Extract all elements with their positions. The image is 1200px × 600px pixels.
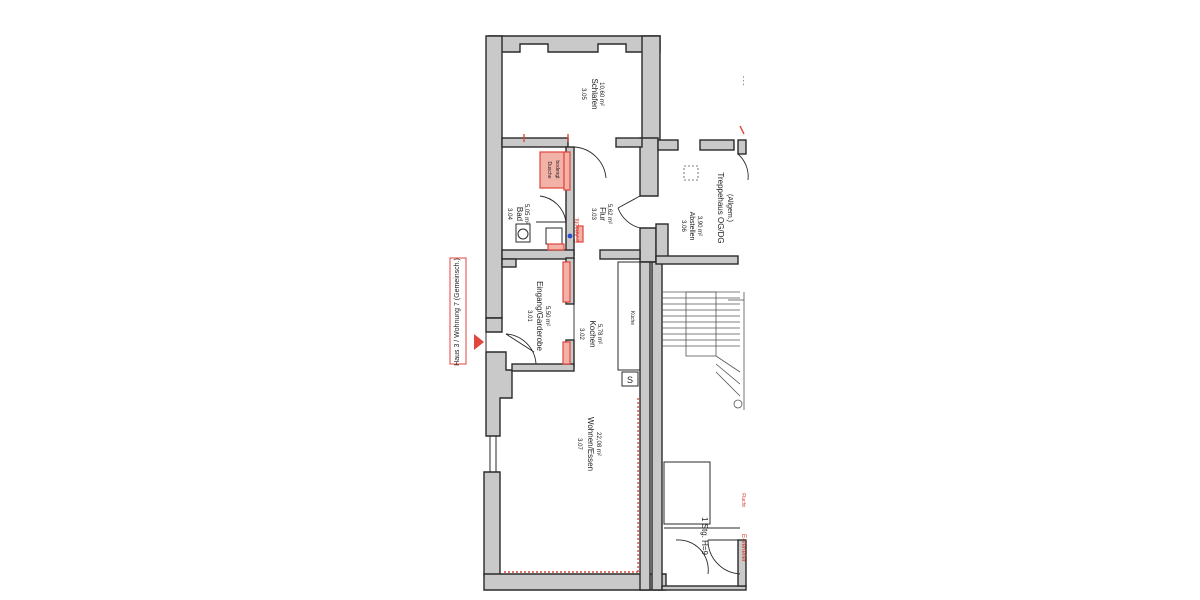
wall-right-long [639, 261, 651, 591]
wall-left-upper [485, 35, 503, 319]
wall-right-mid [639, 137, 659, 197]
wall-left-entrance [485, 317, 503, 333]
installation-wall-flur [576, 225, 584, 243]
svg-text:3.01: 3.01 [526, 310, 532, 322]
svg-text:3.02: 3.02 [578, 328, 584, 340]
dimension-fragment: - - - [740, 76, 746, 85]
wall-right-long-outer [651, 261, 663, 591]
svg-text:(Allgem.): (Allgem.) [726, 194, 733, 222]
wall-right-low [639, 227, 657, 263]
left-sign-box [449, 257, 467, 365]
flucht-label: Flucht [740, 493, 746, 507]
room-schlafen: 3.05 Schlafen 10,60 m² [580, 78, 604, 109]
stair-flight [662, 291, 745, 410]
wall-flur-kochen [599, 249, 641, 260]
installation-wall-kochen [562, 341, 571, 365]
svg-text:Wohnen/Essen: Wohnen/Essen [586, 417, 595, 471]
wall-right-upper [641, 35, 661, 141]
wall-stair-top-a [657, 139, 679, 151]
wall-eingang-wohnen [511, 363, 575, 372]
door-bad [536, 195, 567, 223]
wall-left-lower [483, 471, 501, 577]
svg-text:5,78 m²: 5,78 m² [596, 324, 602, 344]
wall-top [488, 35, 661, 53]
svg-text:3.07: 3.07 [576, 438, 582, 450]
wc [515, 223, 531, 243]
wall-left-middle [485, 351, 513, 437]
svg-text:Treppehaus OG/DG: Treppehaus OG/DG [716, 172, 725, 243]
wall-bottom-right [661, 585, 747, 591]
svg-text:5,62 m²: 5,62 m² [606, 204, 612, 224]
installation-wall-eingang [562, 261, 571, 303]
dusche-label: Dusche [546, 162, 552, 179]
svg-text:Kochen: Kochen [588, 320, 597, 347]
wall-bottom [483, 573, 667, 591]
distribution-point-icon [567, 233, 573, 239]
room-treppe: Treppehaus OG/DG (Allgem.) [716, 172, 733, 243]
svg-text:Eingang/Garderobe: Eingang/Garderobe [535, 281, 544, 351]
room-flur: 3.03 Flur 5,62 m² [590, 204, 612, 224]
wall-schlafen-flur-b [615, 137, 643, 148]
stufe-label: 1 Stg. H=9 [700, 517, 709, 556]
washbasin [545, 227, 563, 245]
wc-bowl-icon [517, 228, 529, 240]
s-box [621, 371, 639, 387]
wall-stair-top-b [699, 139, 735, 151]
svg-text:Flur: Flur [598, 207, 607, 221]
bodengleich-label: bodengl. [554, 160, 560, 179]
room-eingang: 3.01 Eingang/Garderobe 5,50 m² [526, 281, 550, 351]
svg-text:5,05 m²: 5,05 m² [523, 204, 529, 224]
wall-abstellen-bottom [655, 255, 739, 265]
svg-text:3,90 m²: 3,90 m² [696, 216, 702, 236]
lower-right-room [663, 461, 711, 525]
svg-text:10,60 m²: 10,60 m² [598, 82, 604, 106]
svg-text:Abstellen: Abstellen [688, 212, 695, 241]
svg-text:22,08 m²: 22,08 m² [595, 432, 601, 456]
door-abstellen [617, 195, 641, 229]
e-anschluss-label: E-Anschl. [575, 217, 581, 243]
room-bad: 3.04 Bad 5,05 m² [506, 204, 529, 224]
wall-right-edge-bottom [737, 539, 747, 587]
left-sign-text: Haus 3 / Wohnung 7 (Gemeinsch.) [454, 258, 461, 366]
abstellen-fixture [683, 165, 699, 181]
kueche-label: Küche [629, 311, 635, 325]
room-kochen: 3.02 Kochen 5,78 m² [578, 320, 602, 347]
red-tick-right [739, 125, 745, 135]
svg-text:3.05: 3.05 [580, 88, 586, 100]
entrance-arrow-icon [474, 334, 484, 350]
installation-bad-bottom [547, 243, 565, 251]
room-abstellen: 3.06 Abstellen 3,90 m² [680, 212, 702, 241]
wall-schlafen-flur-a [501, 137, 569, 148]
wall-bad-bottom [501, 249, 575, 260]
door-stair-top [737, 153, 749, 181]
wall-eingang-top [501, 258, 517, 268]
svg-text:5,50 m²: 5,50 m² [544, 306, 550, 326]
svg-text:Bad: Bad [515, 207, 524, 221]
svg-text:Schlafen: Schlafen [590, 78, 599, 109]
wall-right-edge-top [737, 139, 747, 155]
svg-text:3.04: 3.04 [506, 208, 512, 220]
door-flucht [675, 539, 741, 575]
room-wohnen: 3.07 Wohnen/Essen 22,08 m² [576, 417, 601, 471]
door-entrance [505, 333, 537, 365]
svg-text:3.06: 3.06 [680, 220, 686, 232]
e-verteiler-label: E-Verteiler [740, 534, 746, 562]
s-mark: S [627, 375, 633, 385]
svg-text:3.03: 3.03 [590, 208, 596, 220]
kitchen-counter [617, 261, 641, 371]
door-schlafen [573, 146, 607, 180]
installation-wall-bad [563, 151, 571, 191]
